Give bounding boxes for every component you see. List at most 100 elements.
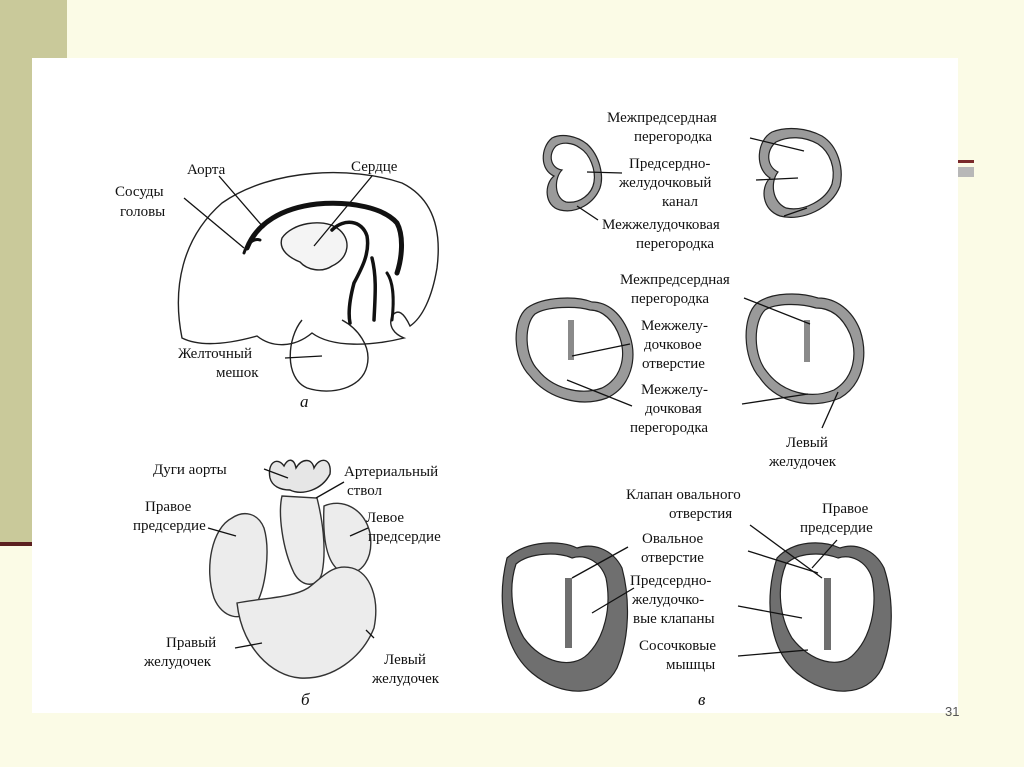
heart-loop-vessel xyxy=(330,220,370,325)
figure-panel: Аорта Сердце Сосуды головы Желточный меш… xyxy=(32,58,958,713)
leader-right-atrium-v xyxy=(811,539,838,569)
label-left-ventricle-1: Левый xyxy=(384,652,426,668)
section-3-septum-right xyxy=(824,578,831,650)
leader-av-canal-a xyxy=(586,171,623,174)
leader-iv-foramen xyxy=(571,343,631,357)
leader-interatrial-2 xyxy=(743,297,811,325)
label-left-ventricle-v-2: желудочек xyxy=(768,454,837,470)
label-interatrial-septum-2a: Межпредсердная xyxy=(620,272,730,288)
leader-iv-septum-2b xyxy=(741,393,809,405)
label-iv-septum-1b: перегородка xyxy=(636,236,714,252)
descending-vessel xyxy=(370,256,377,322)
leader-head-vessels xyxy=(183,197,245,249)
label-iv-foramen-3: отверстие xyxy=(642,356,705,372)
label-interatrial-septum-1a: Межпредсердная xyxy=(607,110,717,126)
vitelline-vessel xyxy=(385,271,395,322)
label-iv-septum-1a: Межжелудочковая xyxy=(602,217,720,233)
accent-rule-left xyxy=(0,542,34,546)
leader-right-atrium xyxy=(207,527,237,537)
heart-development-diagram: Аорта Сердце Сосуды головы Желточный меш… xyxy=(115,110,892,709)
accent-rule-right-bottom xyxy=(958,167,974,177)
leader-papillary xyxy=(737,649,809,657)
label-heart: Сердце xyxy=(351,159,398,175)
label-av-canal-2: желудочковый xyxy=(618,175,711,191)
label-aorta: Аорта xyxy=(187,162,226,178)
leader-iv-septum-2 xyxy=(566,379,633,407)
label-left-atrium-2: предсердие xyxy=(368,529,441,545)
panel-letter-b: б xyxy=(301,690,310,709)
head-vessel xyxy=(242,238,262,255)
label-iv-septum-2b: дочковая xyxy=(645,401,702,417)
leader-yolk-sac xyxy=(284,355,323,359)
label-head-vessels-1: Сосуды xyxy=(115,184,164,200)
label-right-atrium-1: Правое xyxy=(145,499,192,515)
leader-iv-septum-1a xyxy=(576,205,599,221)
embryo-outline xyxy=(177,171,439,346)
label-oval-valve-1: Клапан овального xyxy=(626,487,741,503)
panel-b-heart-exterior: Дуги аорты Артериальный ствол Правое пре… xyxy=(133,459,441,709)
label-interatrial-septum-2b: перегородка xyxy=(631,291,709,307)
label-av-valves-1: Предсердно- xyxy=(630,573,711,589)
label-right-atrium-v-2: предсердие xyxy=(800,520,873,536)
label-interatrial-septum-1b: перегородка xyxy=(634,129,712,145)
leader-left-ventricle-v xyxy=(821,391,839,429)
ventricles-shape xyxy=(236,566,377,679)
label-papillary-2: мышцы xyxy=(666,657,715,673)
label-av-valves-3: вые клапаны xyxy=(633,611,715,627)
leader-av-canal-b xyxy=(755,177,799,181)
leader-left-atrium xyxy=(349,527,369,537)
arterial-trunk xyxy=(279,495,325,585)
section-1-left-cavity xyxy=(550,142,595,203)
label-left-atrium-1: Левое xyxy=(366,510,404,526)
aorta-vessel xyxy=(244,200,404,276)
label-yolk-sac-2: мешок xyxy=(216,365,259,381)
label-aortic-arches: Дуги аорты xyxy=(153,462,227,478)
label-papillary-1: Сосочковые xyxy=(639,638,716,654)
leader-arterial-trunk xyxy=(315,481,345,499)
label-av-valves-2: желудочко- xyxy=(631,592,704,608)
label-av-canal-1: Предсердно- xyxy=(629,156,710,172)
leader-oval-foramen xyxy=(571,546,629,579)
label-head-vessels-2: головы xyxy=(120,204,165,220)
panel-letter-v: в xyxy=(698,690,706,709)
label-right-atrium-2: предсердие xyxy=(133,518,206,534)
section-2-septum-right xyxy=(804,320,810,362)
leader-interatrial-1 xyxy=(749,137,805,152)
section-3-left-cavity xyxy=(511,553,609,664)
section-2-septum-left xyxy=(568,320,574,360)
heart-tube xyxy=(280,222,348,271)
label-iv-septum-2a: Межжелу- xyxy=(641,382,708,398)
aortic-arches xyxy=(268,459,331,493)
leader-left-ventricle xyxy=(365,629,375,639)
leader-iv-septum-1b xyxy=(783,207,808,217)
label-arterial-trunk-2: ствол xyxy=(347,483,382,499)
yolk-sac-outline xyxy=(289,319,369,392)
label-iv-septum-2c: перегородка xyxy=(630,420,708,436)
label-arterial-trunk-1: Артериальный xyxy=(344,464,438,480)
panel-v-sections: Межпредсердная перегородка Предсердно- ж… xyxy=(501,110,892,709)
label-oval-valve-2: отверстия xyxy=(669,506,732,522)
panel-letter-a: а xyxy=(300,392,309,411)
accent-rule-right-top xyxy=(958,160,974,163)
label-oval-foramen-1: Овальное xyxy=(642,531,704,547)
label-av-canal-3: канал xyxy=(662,194,699,210)
leader-aortic-arches xyxy=(263,468,289,479)
left-atrium-shape xyxy=(322,502,372,574)
panel-a-embryo: Аорта Сердце Сосуды головы Желточный меш… xyxy=(115,159,439,411)
page-number: 31 xyxy=(945,704,960,719)
label-iv-foramen-1: Межжелу- xyxy=(641,318,708,334)
leader-av-valves xyxy=(591,587,635,614)
leader-oval-foramen-b xyxy=(747,550,819,574)
section-2-left-cavity xyxy=(526,306,624,392)
label-left-ventricle-v-1: Левый xyxy=(786,435,828,451)
leader-heart xyxy=(313,175,373,247)
label-yolk-sac-1: Желточный xyxy=(178,346,252,362)
leader-oval-valve xyxy=(749,524,823,579)
label-left-ventricle-2: желудочек xyxy=(371,671,440,687)
label-right-ventricle-2: желудочек xyxy=(143,654,212,670)
label-right-ventricle-1: Правый xyxy=(166,635,216,651)
section-3-septum-left xyxy=(565,578,572,648)
label-oval-foramen-2: отверстие xyxy=(641,550,704,566)
label-iv-foramen-2: дочковое xyxy=(644,337,702,353)
label-right-atrium-v-1: Правое xyxy=(822,501,869,517)
